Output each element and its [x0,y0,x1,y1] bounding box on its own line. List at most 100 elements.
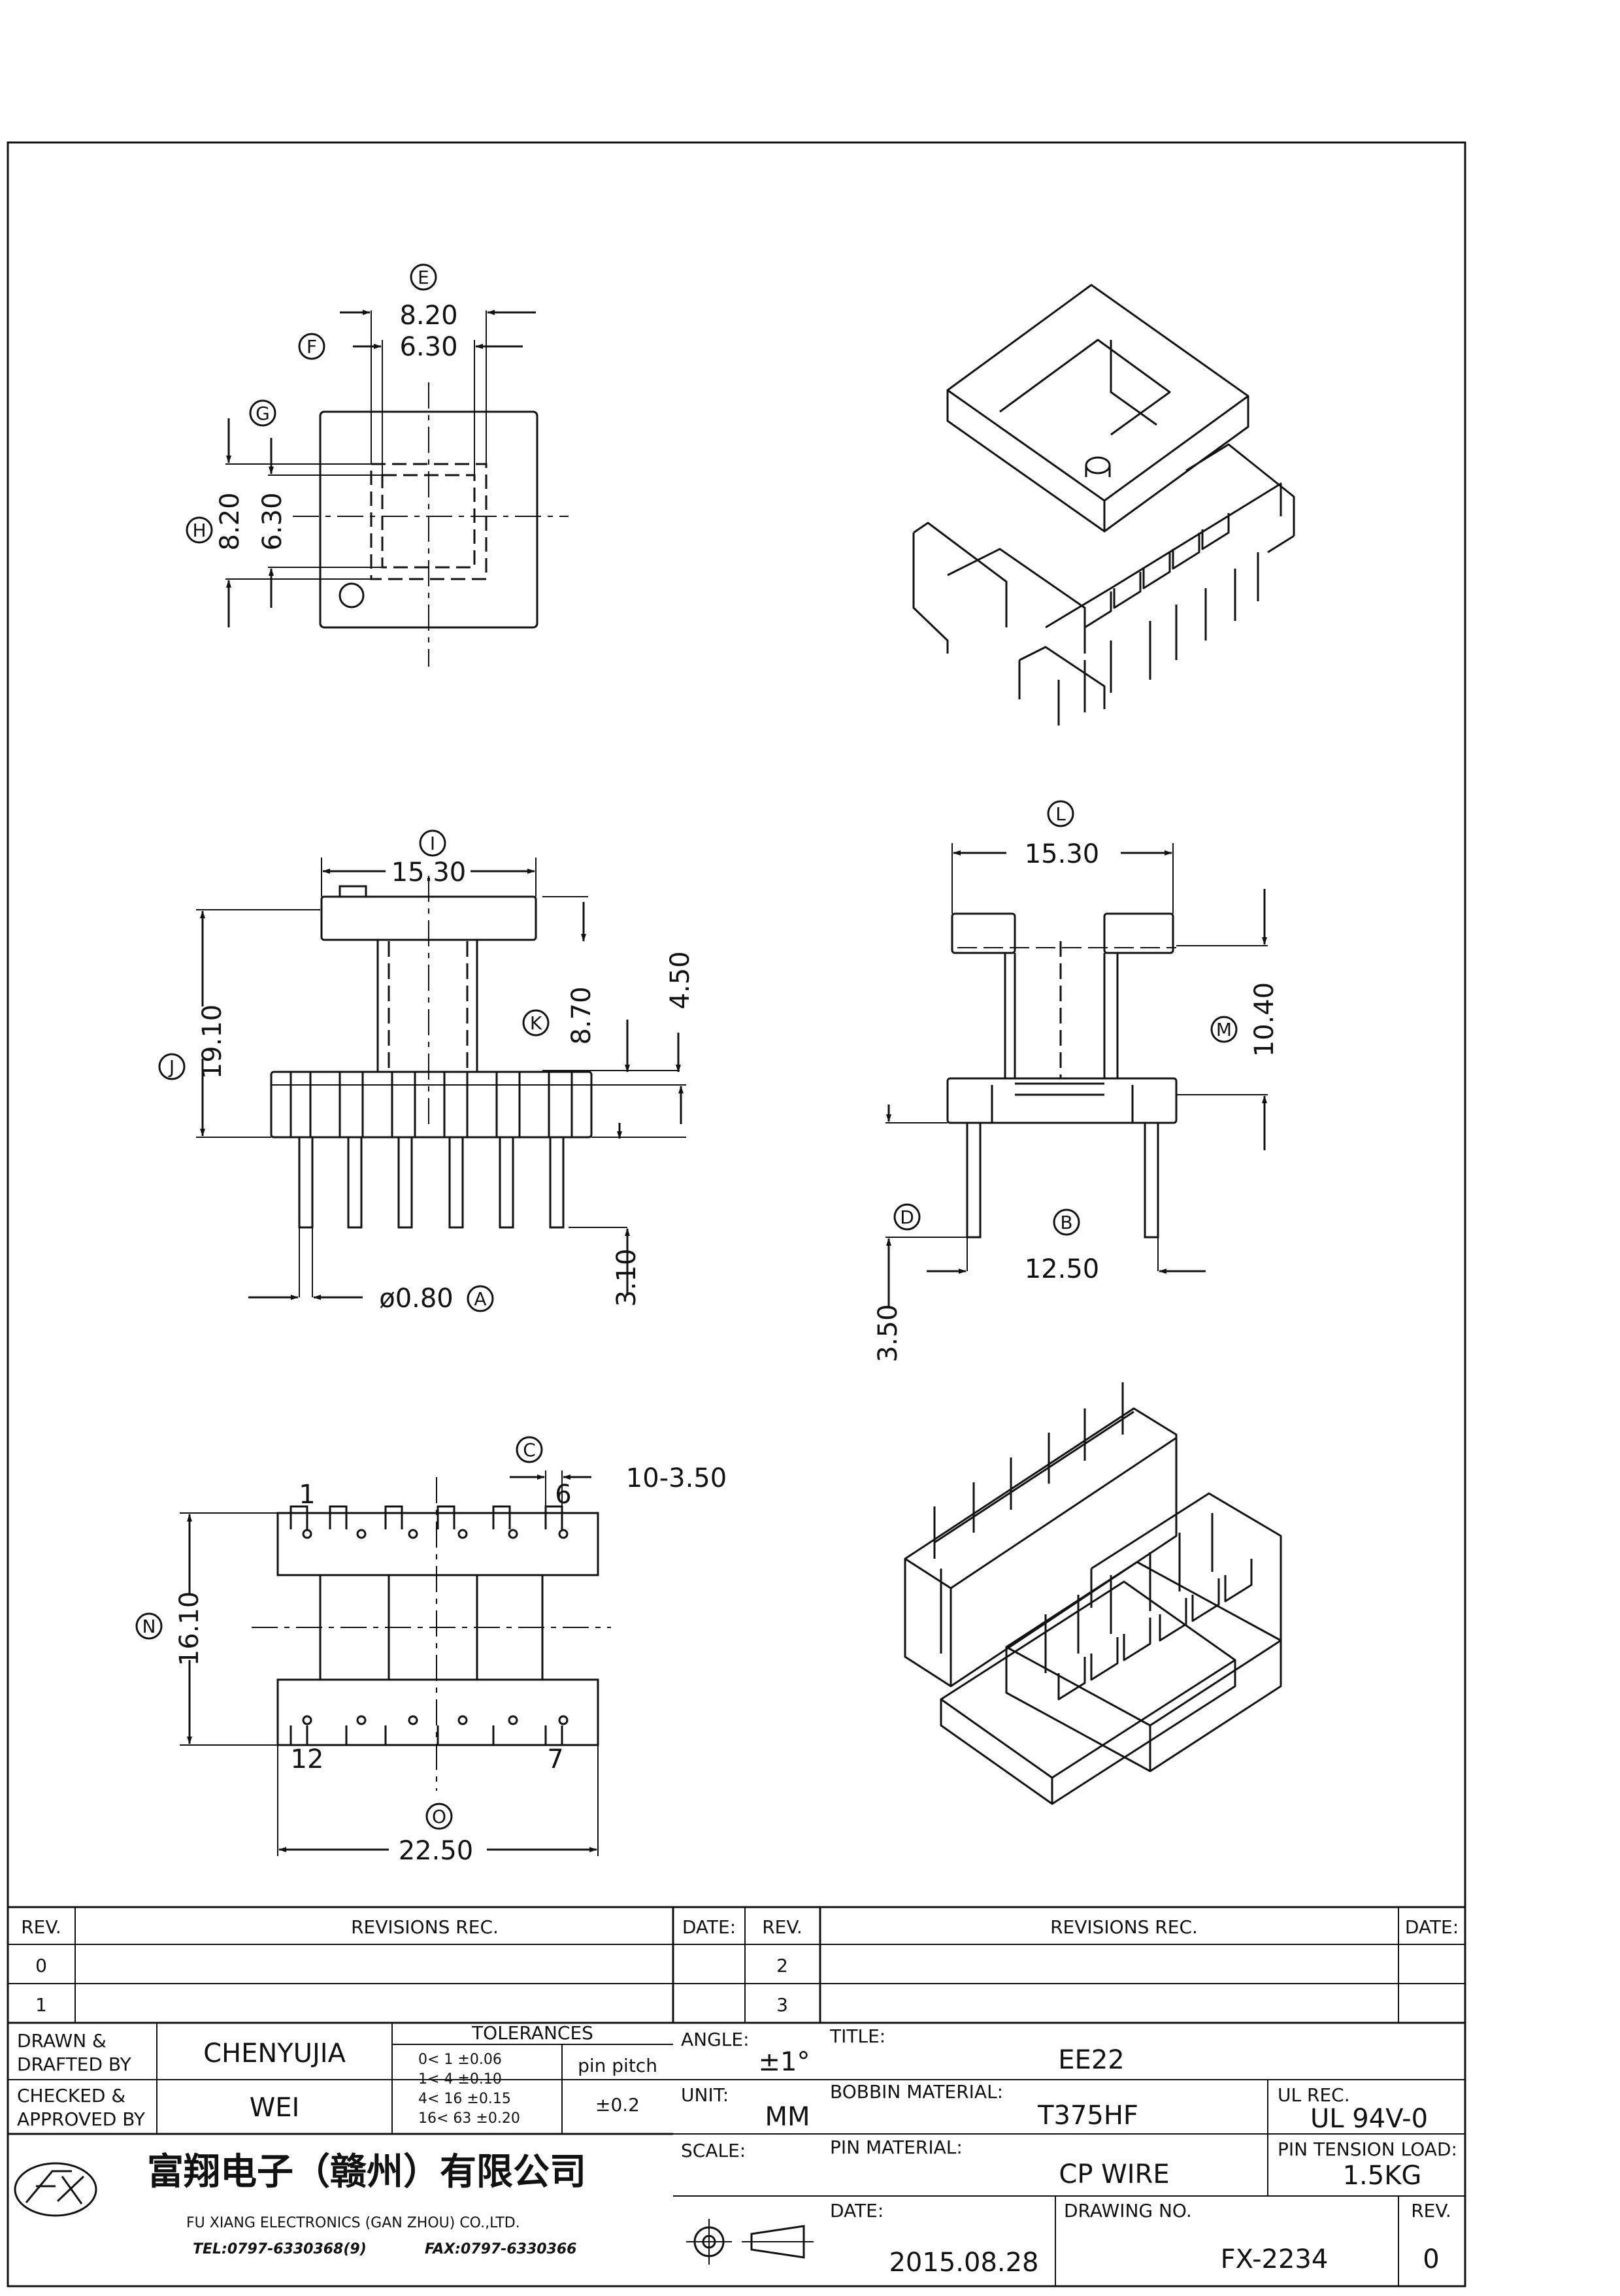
front-view [196,857,686,1300]
dim-side-core: 10.40 [1249,982,1280,1057]
dim-front-height: 19.10 [197,1005,227,1080]
dim-front-flange: 4.50 [665,951,695,1009]
svg-text:N: N [142,1616,156,1637]
isometric-view-top [912,284,1295,725]
svg-text:L: L [1055,803,1066,825]
svg-text:O: O [432,1806,446,1827]
pin-pitch-label: pin pitch [578,2055,657,2076]
rev-date-header-right: DATE: [1405,1916,1459,1938]
callout-c: C [516,1436,543,1463]
dim-front-pin-diameter: ø0.80 [379,1284,454,1314]
checked-by-label: CHECKED &APPROVED BY [17,2085,146,2130]
company-fax: FAX:0797-6330366 [425,2241,577,2257]
bottom-view [180,1471,611,1856]
tolerance-row-3: 4< 16 ±0.15 [418,2091,511,2107]
dim-top-height-inner: 6.30 [257,492,288,550]
svg-text:M: M [1216,1019,1232,1040]
rev-row-1: 1 [35,1994,47,2016]
callout-n: N [135,1612,163,1640]
dim-side-width: 15.30 [1025,839,1100,869]
rev-row-2: 2 [776,1955,788,1976]
rev-rec-header-left: REVISIONS REC. [351,1916,499,1938]
dim-bottom-height: 16.10 [174,1591,205,1667]
callout-j: J [158,1053,186,1080]
dim-front-width: 15.30 [391,857,467,888]
pin-label-6: 6 [555,1480,571,1510]
tolerance-row-4: 16< 63 ±0.20 [418,2110,520,2127]
tolerance-row-2: 1< 4 ±0.10 [418,2071,502,2088]
pin-label-7: 7 [547,1744,563,1774]
callout-b: B [1053,1208,1080,1236]
top-view [225,310,569,667]
svg-text:B: B [1060,1212,1072,1233]
pin-tension-label: PIN TENSION LOAD: [1278,2138,1457,2160]
side-view [885,843,1268,1307]
pin-label-1: 1 [299,1480,315,1510]
svg-text:H: H [192,520,206,541]
revisions-table [8,1906,1465,2024]
callout-l: L [1047,800,1074,827]
dim-top-width-outer: 8.20 [399,301,457,331]
dim-top-width-inner: 6.30 [399,332,457,362]
rev-row-3: 3 [776,1994,788,2016]
date-label: DATE: [830,2200,884,2221]
ul-rec-value: UL 94V-0 [1310,2104,1428,2134]
callout-i: I [419,829,446,857]
callout-k: K [522,1009,550,1037]
dim-bottom-pitch: 10-3.50 [626,1463,727,1493]
callout-d: D [893,1203,921,1231]
dim-side-pin-span: 12.50 [1025,1254,1100,1284]
unit-label: UNIT: [681,2084,729,2106]
pin-pitch-value: ±0.2 [595,2094,640,2116]
callout-e: E [410,263,437,291]
bobbin-material-value: T375HF [1037,2101,1138,2131]
bobbin-material-label: BOBBIN MATERIAL: [830,2081,1003,2103]
svg-text:K: K [530,1012,542,1034]
sheet-border [7,141,1466,2288]
svg-text:A: A [474,1288,486,1310]
svg-text:E: E [418,267,429,288]
isometric-view-bottom [904,1382,1282,1805]
tolerance-row-1: 0< 1 ±0.06 [418,2052,502,2068]
dim-top-height-outer: 8.20 [215,492,245,550]
pin-tension-value: 1.5KG [1343,2161,1422,2191]
date-value: 2015.08.28 [889,2248,1038,2278]
angle-value: ±1° [759,2047,810,2077]
title-label: TITLE: [829,2025,885,2047]
pin-material-label: PIN MATERIAL: [830,2137,963,2158]
rev-date-header-left: DATE: [682,1916,736,1938]
callout-h: H [186,516,213,544]
company-name-cn: 富翔电子（赣州）有限公司 [147,2151,586,2193]
dim-side-pin-length: 3.50 [873,1304,903,1362]
drawing-no-value: FX-2234 [1221,2244,1329,2274]
svg-text:G: G [256,403,270,424]
callout-g: G [249,399,276,427]
drawn-by-label: DRAWN &DRAFTED BY [17,2030,132,2075]
rev-header-left: REV. [21,1916,61,1938]
rev-header-right: REV. [762,1916,802,1938]
rev-label: REV. [1411,2200,1451,2221]
pin-material-value: CP WIRE [1059,2159,1169,2189]
callout-m: M [1210,1016,1238,1043]
rev-row-0: 0 [35,1955,47,1976]
svg-text:I: I [430,833,435,854]
rev-value: 0 [1423,2244,1439,2274]
callout-o: O [425,1803,453,1830]
rev-rec-header-right: REVISIONS REC. [1050,1916,1198,1938]
title-block-grid [8,2023,1465,2286]
fx-logo [14,2162,97,2217]
pin-label-12: 12 [291,1744,324,1774]
projection-symbol-icon [686,2219,814,2265]
callout-a: A [467,1285,494,1312]
svg-text:C: C [523,1439,536,1461]
company-name-en: FU XIANG ELECTRONICS (GAN ZHOU) CO.,LTD. [186,2215,520,2231]
tolerances-label: TOLERANCES [471,2022,593,2044]
checked-by-value: WEI [250,2093,300,2123]
svg-text:D: D [900,1206,914,1228]
title-value: EE22 [1058,2045,1124,2075]
company-tel: TEL:0797-6330368(9) [193,2241,367,2257]
svg-text:F: F [306,336,317,358]
dim-bottom-width: 22.50 [399,1836,474,1866]
